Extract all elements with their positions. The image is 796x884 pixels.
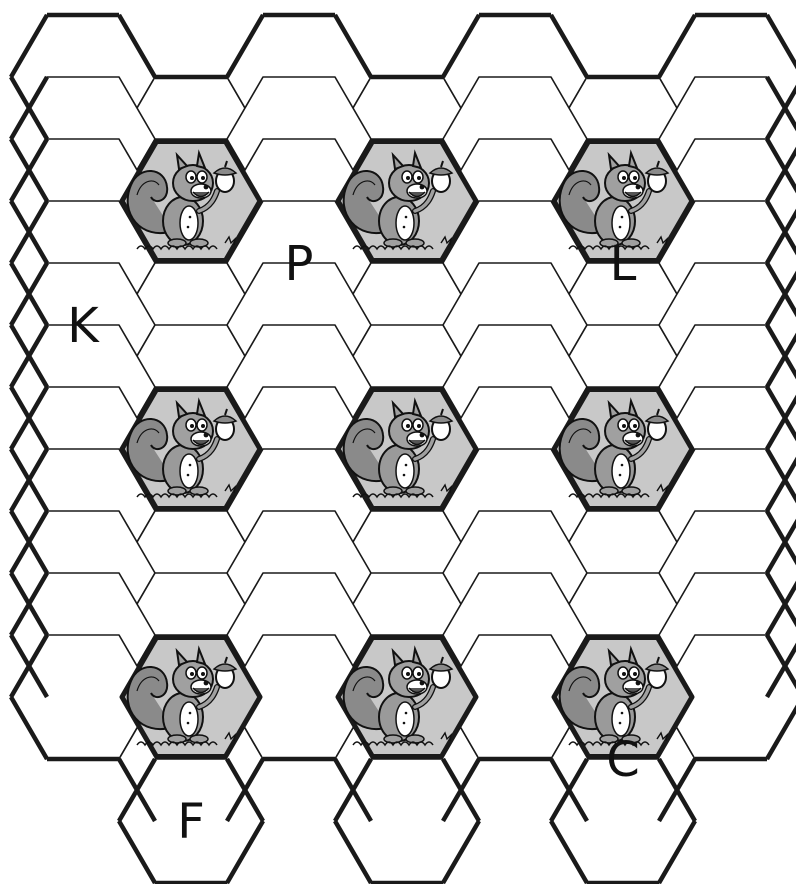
cell-letter-k: K — [67, 298, 100, 354]
cell-letter-c: C — [606, 732, 640, 788]
squirrel-cells — [122, 142, 692, 757]
cell-letter-p: P — [285, 236, 314, 292]
cell-letter-f: F — [177, 794, 205, 850]
cell-letter-l: L — [610, 236, 637, 292]
